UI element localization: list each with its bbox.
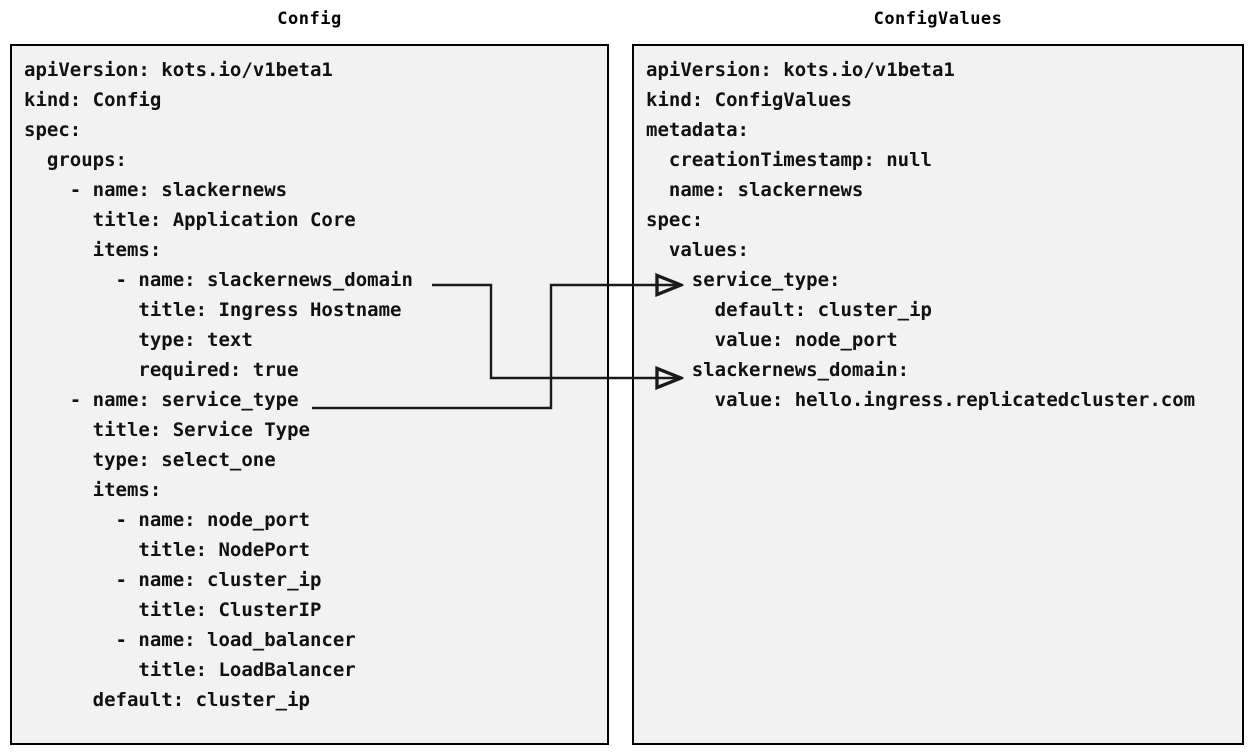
yaml-line: value: hello.ingress.replicatedcluster.c… [646, 389, 1196, 411]
yaml-line: values: [646, 239, 749, 261]
yaml-line: - name: service_type [24, 389, 299, 411]
yaml-line: slackernews_domain: [646, 359, 910, 381]
yaml-line: title: Ingress Hostname [24, 299, 402, 321]
yaml-line: apiVersion: kots.io/v1beta1 [24, 59, 333, 81]
yaml-line: value: node_port [646, 329, 898, 351]
yaml-line: - name: load_balancer [24, 629, 356, 651]
configvalues-panel-title: ConfigValues [873, 9, 1003, 29]
yaml-line: apiVersion: kots.io/v1beta1 [646, 59, 955, 81]
yaml-line: title: LoadBalancer [24, 659, 356, 681]
yaml-line: - name: cluster_ip [24, 569, 322, 591]
yaml-line: default: cluster_ip [646, 299, 932, 321]
yaml-line: spec: [646, 209, 704, 231]
yaml-line: title: Service Type [24, 419, 310, 441]
yaml-line: default: cluster_ip [24, 689, 310, 711]
yaml-line: type: text [24, 329, 253, 351]
yaml-line: name: slackernews [646, 179, 864, 201]
yaml-line: - name: slackernews_domain [24, 269, 413, 291]
yaml-line: spec: [24, 119, 82, 141]
config-yaml-panel: apiVersion: kots.io/v1beta1 kind: Config s… [10, 44, 609, 745]
yaml-line: type: select_one [24, 449, 276, 471]
yaml-line: required: true [24, 359, 299, 381]
yaml-line: items: [24, 239, 162, 261]
configvalues-yaml-panel: apiVersion: kots.io/v1beta1 kind: ConfigV… [632, 44, 1244, 745]
yaml-line: kind: Config [24, 89, 162, 111]
config-yaml-body: apiVersion: kots.io/v1beta1 kind: Config s… [24, 55, 607, 715]
yaml-line: items: [24, 479, 162, 501]
yaml-line: title: NodePort [24, 539, 310, 561]
yaml-line: - name: slackernews [24, 179, 288, 201]
yaml-line: creationTimestamp: null [646, 149, 932, 171]
yaml-line: kind: ConfigValues [646, 89, 852, 111]
yaml-line: title: ClusterIP [24, 599, 322, 621]
configvalues-yaml-body: apiVersion: kots.io/v1beta1 kind: ConfigV… [646, 55, 1242, 415]
yaml-line: metadata: [646, 119, 749, 141]
yaml-line: service_type: [646, 269, 841, 291]
yaml-line: title: Application Core [24, 209, 356, 231]
yaml-line: groups: [24, 149, 127, 171]
config-panel-title: Config [277, 9, 342, 29]
yaml-line: - name: node_port [24, 509, 310, 531]
